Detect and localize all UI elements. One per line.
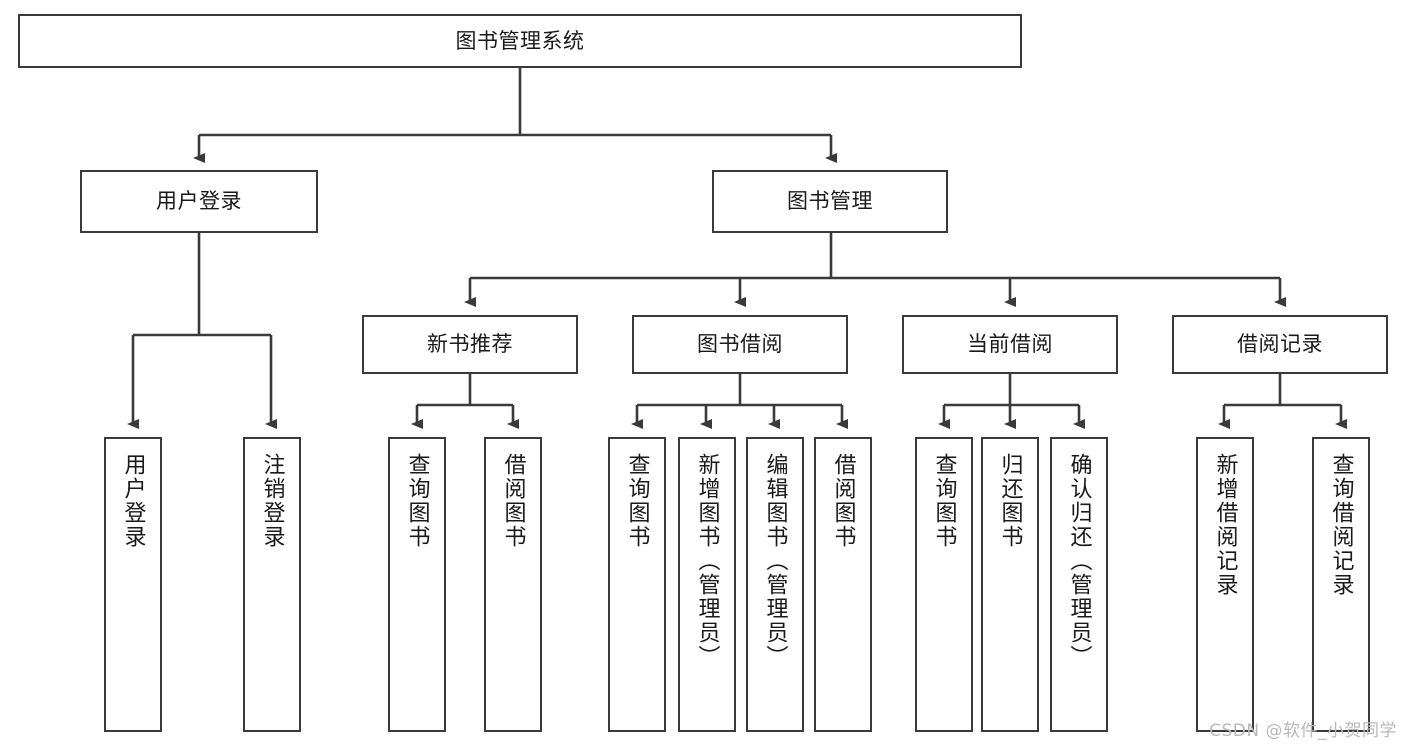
node-root[interactable]: 图书管理系统 xyxy=(18,14,1022,68)
leaf-borrow-book-1[interactable]: 借阅图书 xyxy=(484,437,542,732)
leaf-confirm-return-label: 确认归还（管理员） xyxy=(1066,453,1092,669)
node-user-login[interactable]: 用户登录 xyxy=(80,170,318,233)
node-current-borrow[interactable]: 当前借阅 xyxy=(902,315,1118,374)
node-book-borrow[interactable]: 图书借阅 xyxy=(632,315,848,374)
node-new-book-recommend-label: 新书推荐 xyxy=(427,332,513,357)
leaf-logout[interactable]: 注销登录 xyxy=(243,437,301,732)
leaf-query-book-3[interactable]: 查询图书 xyxy=(915,437,973,732)
node-book-borrow-label: 图书借阅 xyxy=(697,332,783,357)
leaf-query-book-2-label: 查询图书 xyxy=(624,453,650,549)
leaf-add-record[interactable]: 新增借阅记录 xyxy=(1196,437,1254,732)
node-user-login-label: 用户登录 xyxy=(156,189,242,214)
node-borrow-record-label: 借阅记录 xyxy=(1237,332,1323,357)
node-book-management-label: 图书管理 xyxy=(787,189,873,214)
node-book-management[interactable]: 图书管理 xyxy=(712,170,948,233)
leaf-user-login[interactable]: 用户登录 xyxy=(104,437,162,732)
leaf-add-book[interactable]: 新增图书（管理员） xyxy=(678,437,736,732)
leaf-query-book-3-label: 查询图书 xyxy=(931,453,957,549)
leaf-query-book-2[interactable]: 查询图书 xyxy=(608,437,666,732)
node-root-label: 图书管理系统 xyxy=(455,28,585,53)
leaf-query-record-label: 查询借阅记录 xyxy=(1328,453,1354,597)
leaf-query-book-1[interactable]: 查询图书 xyxy=(388,437,446,732)
leaf-borrow-book-2[interactable]: 借阅图书 xyxy=(814,437,872,732)
leaf-edit-book-label: 编辑图书（管理员） xyxy=(762,453,788,669)
leaf-borrow-book-1-label: 借阅图书 xyxy=(500,453,526,549)
node-current-borrow-label: 当前借阅 xyxy=(967,332,1053,357)
leaf-add-record-label: 新增借阅记录 xyxy=(1212,453,1238,597)
node-new-book-recommend[interactable]: 新书推荐 xyxy=(362,315,578,374)
leaf-add-book-label: 新增图书（管理员） xyxy=(694,453,720,669)
leaf-query-record[interactable]: 查询借阅记录 xyxy=(1312,437,1370,732)
node-borrow-record[interactable]: 借阅记录 xyxy=(1172,315,1388,374)
leaf-confirm-return[interactable]: 确认归还（管理员） xyxy=(1050,437,1108,732)
leaf-return-book[interactable]: 归还图书 xyxy=(981,437,1039,732)
leaf-edit-book[interactable]: 编辑图书（管理员） xyxy=(746,437,804,732)
watermark: CSDN @软件_小贺同学 xyxy=(1209,721,1397,741)
leaf-return-book-label: 归还图书 xyxy=(997,453,1023,549)
leaf-borrow-book-2-label: 借阅图书 xyxy=(830,453,856,549)
leaf-user-login-label: 用户登录 xyxy=(120,453,146,549)
leaf-logout-label: 注销登录 xyxy=(259,453,285,549)
leaf-query-book-1-label: 查询图书 xyxy=(404,453,430,549)
